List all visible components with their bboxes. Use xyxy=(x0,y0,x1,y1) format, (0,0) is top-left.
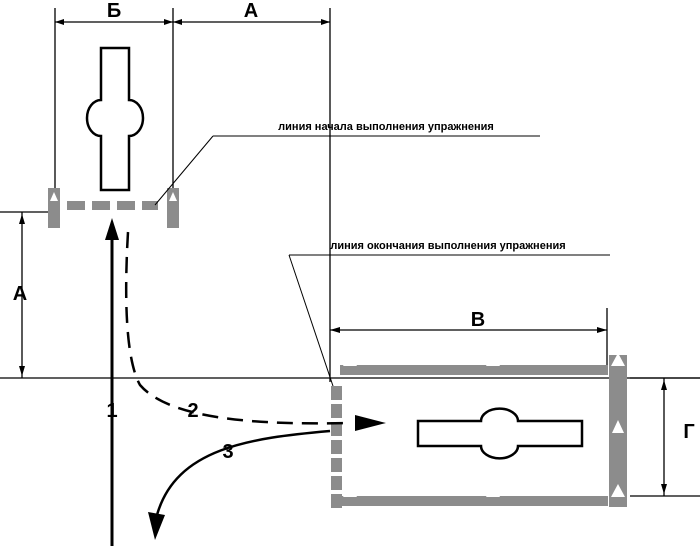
path-1-arrow xyxy=(105,218,119,546)
car-parked xyxy=(416,407,584,460)
start-line-leader xyxy=(154,135,540,206)
box-entry-dash-1 xyxy=(331,386,342,400)
path-label-2: 2 xyxy=(187,400,198,422)
box-entry-dash-6 xyxy=(331,476,342,490)
path-label-1: 1 xyxy=(106,400,117,422)
dimension-label-b: Б xyxy=(107,0,121,22)
start-line-cones xyxy=(50,192,177,201)
start-line-markers xyxy=(48,188,179,228)
dimension-g xyxy=(630,377,700,497)
path-3-arrow xyxy=(148,429,331,540)
top-dimensions xyxy=(54,8,331,382)
box-entry-dash-7 xyxy=(331,494,342,508)
box-top-edge xyxy=(340,365,608,375)
top-dimension-arrows xyxy=(55,19,330,25)
end-line-label: линия окончания выполнения упражнения xyxy=(330,240,565,252)
box-entry-dash-3 xyxy=(331,422,342,436)
car-top xyxy=(85,46,145,192)
end-line-leader xyxy=(288,254,610,393)
left-dimension-arrows xyxy=(19,214,25,376)
path-2-arrow xyxy=(124,231,386,431)
path-label-3: 3 xyxy=(222,441,233,463)
dimension-label-v: В xyxy=(471,309,485,331)
left-dimension xyxy=(0,211,60,378)
box-entry-dash-2 xyxy=(331,404,342,418)
dimension-label-a-top: А xyxy=(244,0,258,22)
dimension-v-arrows xyxy=(330,327,607,333)
dimension-g-arrows xyxy=(661,380,667,494)
start-line-label: линия начала выполнения упражнения xyxy=(278,121,494,133)
dimension-label-a-left: А xyxy=(13,283,27,305)
box-entry-dash-4 xyxy=(331,440,342,454)
dimension-label-g: Г xyxy=(683,421,694,443)
dimension-v xyxy=(330,308,608,370)
parking-box-cones xyxy=(343,353,625,497)
box-bottom-edge xyxy=(340,496,608,506)
box-entry-dash-5 xyxy=(331,458,342,472)
